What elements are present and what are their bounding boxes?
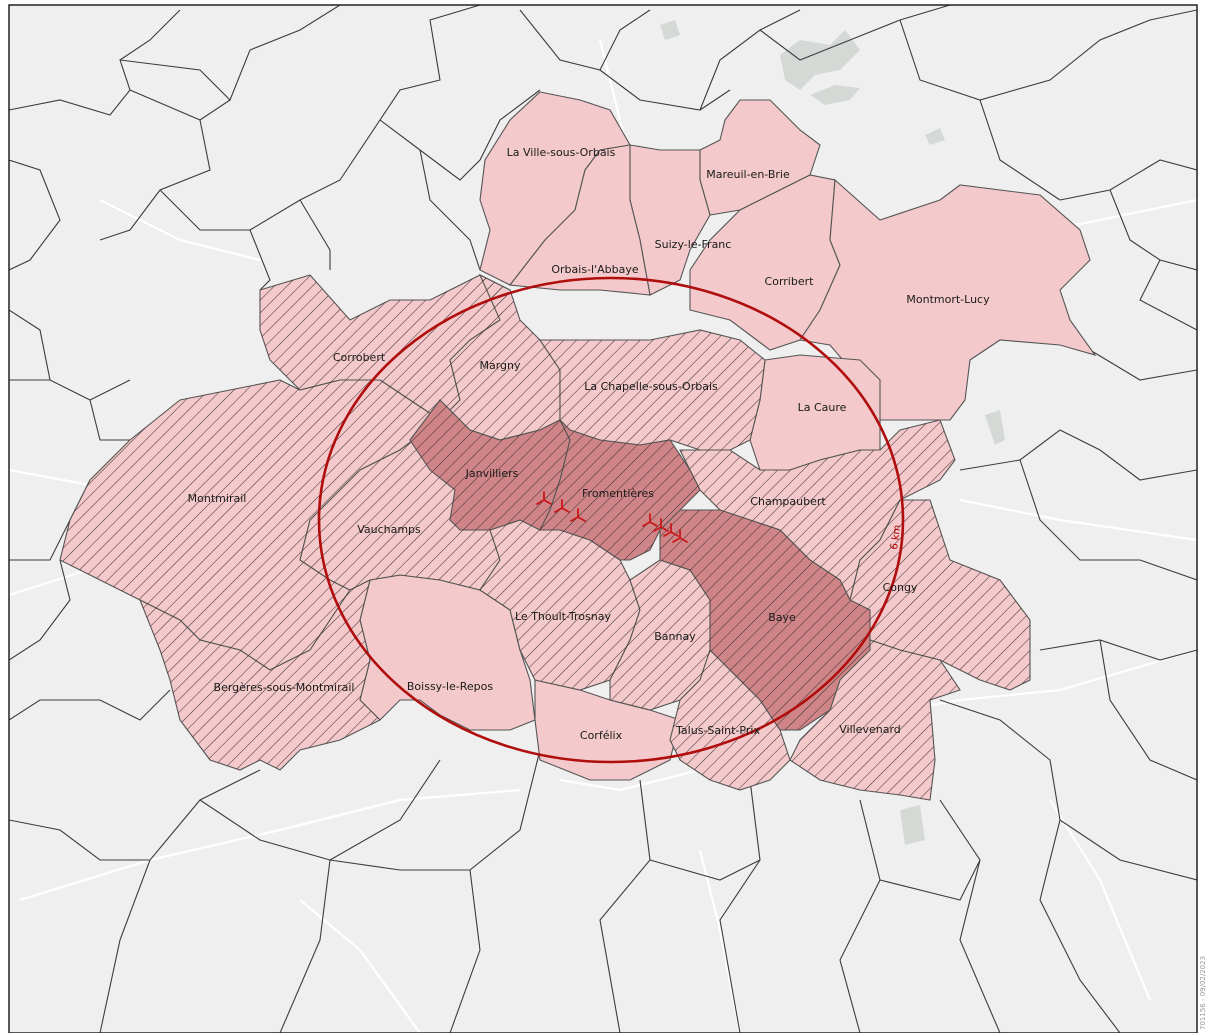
label-la-ville-sous-orbais: La Ville-sous-Orbais xyxy=(507,146,616,159)
label-vauchamps: Vauchamps xyxy=(357,523,421,536)
turbine-icon xyxy=(663,523,679,537)
label-villevenard: Villevenard xyxy=(839,723,901,736)
label-bannay: Bannay xyxy=(654,630,696,643)
buffer-distance-label: 6 km xyxy=(889,524,903,550)
label-corrobert: Corrobert xyxy=(333,351,386,364)
label-corfelix: Corfélix xyxy=(580,729,623,742)
outer-commune-borders xyxy=(9,5,1197,1033)
label-la-caure: La Caure xyxy=(798,401,847,414)
turbine-icon xyxy=(642,513,658,527)
turbine-icon xyxy=(672,529,688,543)
label-montmirail: Montmirail xyxy=(188,492,247,505)
commune-fills-hatched-light xyxy=(59,273,1031,801)
buffer-circle xyxy=(317,276,905,764)
label-congy: Congy xyxy=(883,581,918,594)
commune-corfelix xyxy=(534,679,681,781)
commune-fills-hatched-dark xyxy=(409,399,871,731)
commune-labels: La Ville-sous-Orbais Mareuil-en-Brie Sui… xyxy=(188,146,990,742)
label-margny: Margny xyxy=(479,359,521,372)
label-bergeres-sous-montmirail: Bergères-sous-Montmirail xyxy=(214,681,355,694)
label-corribert: Corribert xyxy=(765,275,815,288)
label-janvilliers: Janvilliers xyxy=(465,467,519,480)
label-fromentieres: Fromentières xyxy=(582,487,654,500)
commune-orbais-l-abbaye xyxy=(508,144,651,296)
label-orbais-l-abbaye: Orbais-l'Abbaye xyxy=(551,263,638,276)
turbine-icon xyxy=(653,518,669,532)
label-boissy-le-repos: Boissy-le-Repos xyxy=(407,680,494,693)
wind-turbines xyxy=(536,491,688,543)
label-la-chapelle-sous-orbais: La Chapelle-sous-Orbais xyxy=(584,380,718,393)
label-suizy-le-franc: Suizy-le-Franc xyxy=(655,238,732,251)
label-mareuil-en-brie: Mareuil-en-Brie xyxy=(706,168,790,181)
label-baye: Baye xyxy=(768,611,796,624)
turbine-icon xyxy=(570,508,586,522)
water-bodies xyxy=(660,20,1005,845)
label-le-thoult-trosnay: Le Thoult-Trosnay xyxy=(515,610,611,623)
commune-montmort-lucy xyxy=(799,178,1097,421)
date-stamp: 701156 - 09/02/2023 xyxy=(1199,956,1207,1030)
turbine-icon xyxy=(536,491,552,505)
map-frame xyxy=(8,4,1198,1033)
label-montmort-lucy: Montmort-Lucy xyxy=(906,293,990,306)
label-champaubert: Champaubert xyxy=(750,495,826,508)
turbine-icon xyxy=(554,499,570,513)
label-talus-saint-prix: Talus-Saint-Prix xyxy=(675,724,760,737)
